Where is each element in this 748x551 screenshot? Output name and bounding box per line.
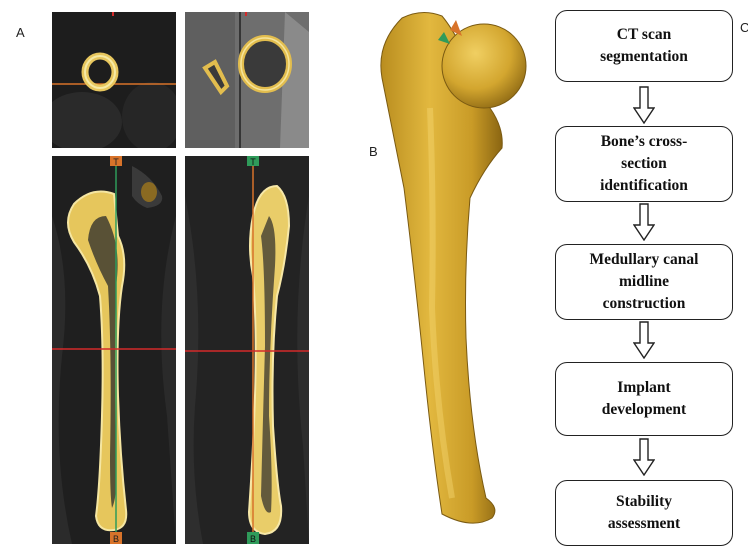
step-medullary-canal-midline: Medullary canal midline construction bbox=[555, 244, 733, 320]
arrow-down-icon bbox=[633, 438, 655, 476]
arrow-down-icon bbox=[633, 86, 655, 124]
ct-marker-top-right: T bbox=[250, 157, 256, 167]
step-ct-scan-segmentation: CT scan segmentation bbox=[555, 10, 733, 82]
ct-axial-view-left bbox=[52, 12, 176, 148]
step-stability-assessment: Stability assessment bbox=[555, 480, 733, 546]
arrow-down-icon bbox=[633, 321, 655, 359]
ct-marker-bottom-left: B bbox=[113, 534, 119, 544]
ct-marker-top-left: T bbox=[113, 157, 119, 167]
step-cross-section-identification: Bone’s cross- section identification bbox=[555, 126, 733, 202]
ct-sagittal-view: T B bbox=[185, 156, 309, 544]
femur-3d-model bbox=[372, 8, 540, 544]
ct-axial-view-right bbox=[185, 12, 309, 148]
step-implant-development: Implant development bbox=[555, 362, 733, 436]
panel-label-a: A bbox=[16, 25, 25, 40]
ct-coronal-view: T B bbox=[52, 156, 176, 544]
ct-marker-bottom-right: B bbox=[250, 534, 256, 544]
panel-label-c: C bbox=[740, 20, 748, 35]
arrow-down-icon bbox=[633, 203, 655, 241]
